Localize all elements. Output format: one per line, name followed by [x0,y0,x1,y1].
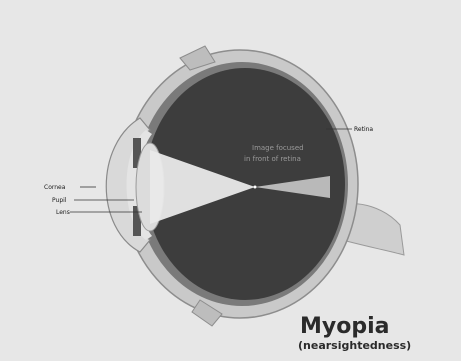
label-pupil: Pupil [52,197,67,204]
label-image-focused-2: in front of retina [244,155,301,163]
focal-point [254,186,257,189]
label-lens: Lens [56,209,70,216]
label-cornea: Cornea [44,184,66,191]
diagram-subtitle: (nearsightedness) [298,339,411,352]
label-image-focused-1: Image focused [252,144,304,152]
diagram-title: Myopia [300,314,389,339]
label-retina: Retina [354,126,373,133]
